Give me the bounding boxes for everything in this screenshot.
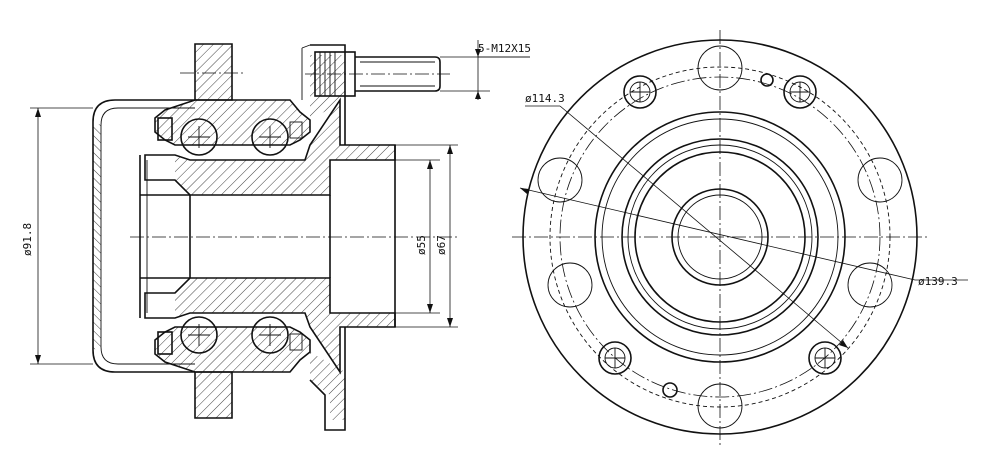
bolt-circle-label: ø114.3 (525, 92, 565, 105)
housing-diameter-dim (30, 107, 93, 365)
section-view: 5-M12X15 ø91.8 ø55 ø67 (21, 40, 531, 431)
flange-outer-circle (522, 39, 918, 435)
hub-bore (140, 145, 396, 327)
bolt-circle-leader (525, 105, 849, 349)
hub-ring-1 (594, 111, 846, 363)
front-view: ø114.3 ø139.3 (512, 30, 968, 445)
thread-dimension (440, 40, 530, 100)
bearing-balls (180, 118, 289, 354)
stud-holes (598, 73, 842, 398)
bolt-circle (559, 76, 881, 398)
seal-lower (157, 331, 173, 355)
flange-lobes (537, 45, 903, 429)
bore-diameter-dims (395, 144, 458, 328)
wheel-stud (305, 51, 450, 97)
flange-diameter-leader (519, 187, 968, 281)
hub-center-bore (671, 188, 769, 286)
bore-small-label: ø55 (415, 235, 428, 255)
hub-ring-2 (621, 138, 819, 336)
flange-diameter-label: ø139.3 (918, 275, 958, 288)
seal-upper (157, 117, 173, 141)
bore-large-label: ø67 (435, 235, 448, 255)
housing-diameter-label: ø91.8 (21, 223, 34, 256)
thread-spec-label: 5-M12X15 (478, 42, 531, 55)
